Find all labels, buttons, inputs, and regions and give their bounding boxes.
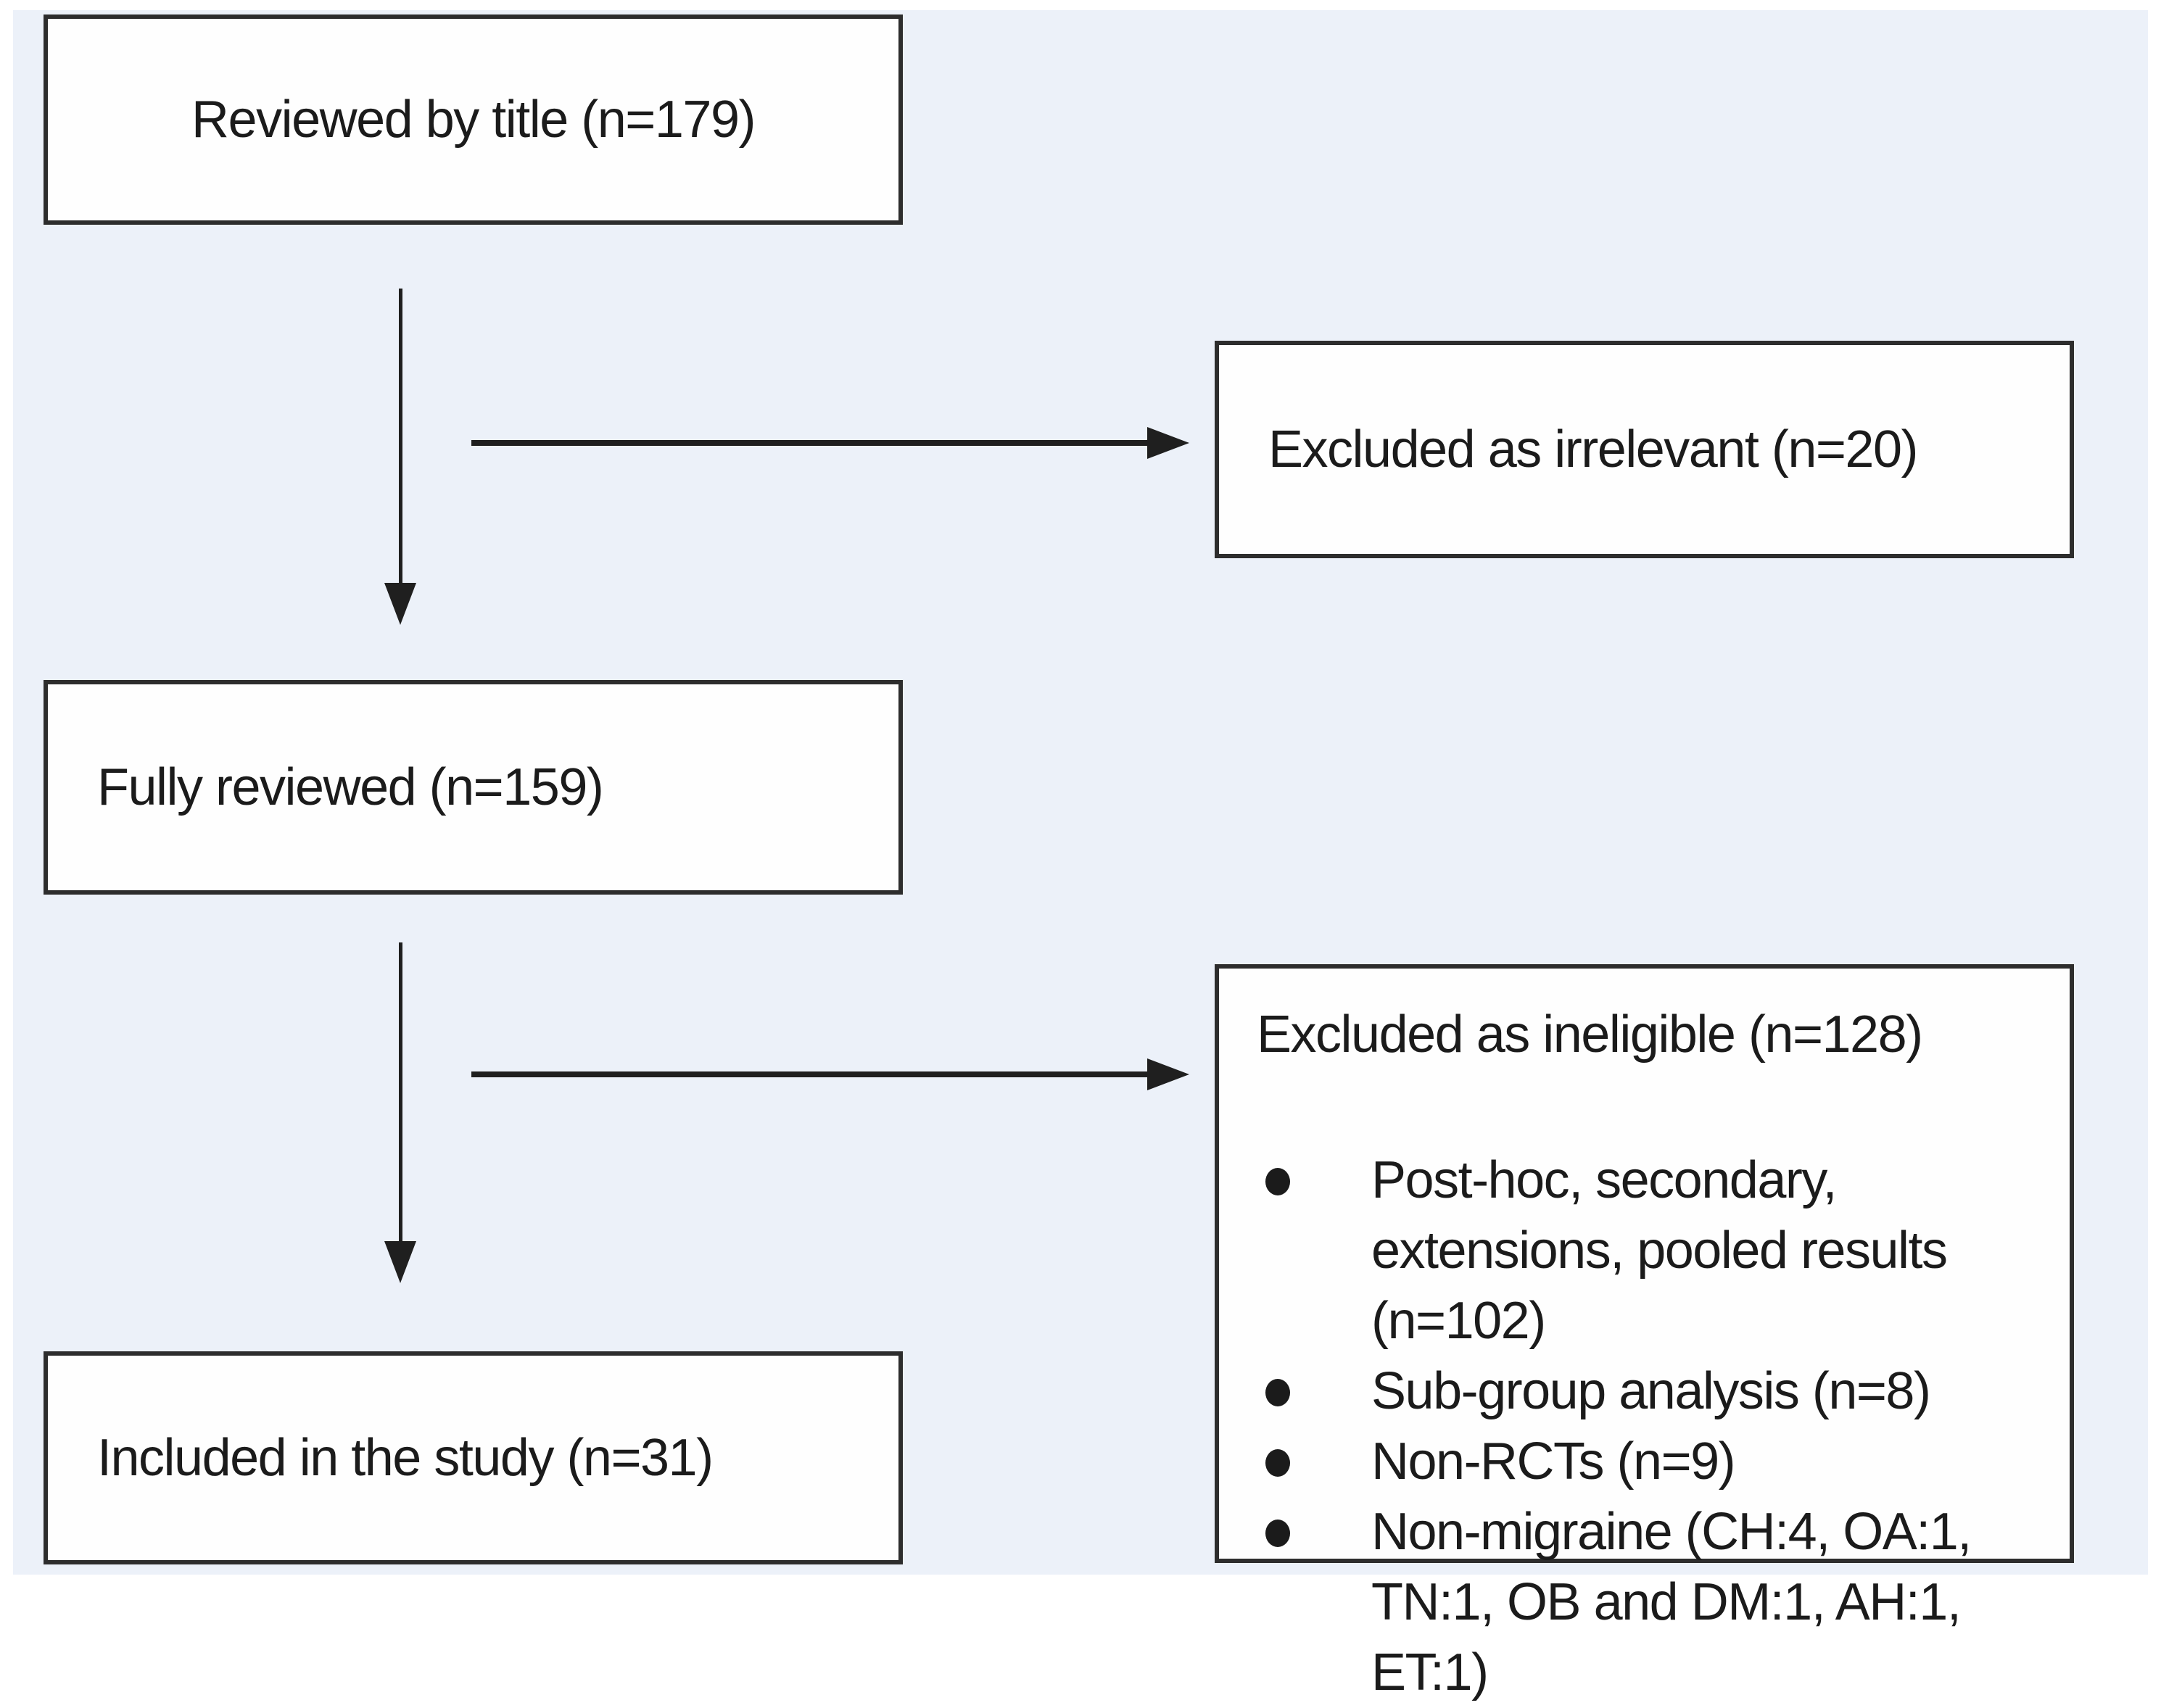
box-included-in-study: Included in the study (n=31) xyxy=(44,1351,903,1564)
arrowhead-down-icon-1 xyxy=(384,583,416,625)
bullet-dot-icon xyxy=(1257,1427,1371,1497)
bullet-dot-icon xyxy=(1257,1356,1371,1427)
exclusion-reason-list: Post-hoc, secondary, extensions, pooled … xyxy=(1257,1145,2045,1708)
list-item: Sub-group analysis (n=8) xyxy=(1257,1356,2045,1427)
box-reviewed-by-title: Reviewed by title (n=179) xyxy=(44,14,903,225)
flow-diagram: Reviewed by title (n=179) Excluded as ir… xyxy=(13,10,2148,1701)
list-item: Non-RCTs (n=9) xyxy=(1257,1427,2045,1497)
list-item-text: Non-migraine (CH:4, OA:1, TN:1, OB and D… xyxy=(1371,1503,1972,1701)
arrow-right-line-2 xyxy=(471,1071,1149,1077)
list-item: Non-migraine (CH:4, OA:1, TN:1, OB and D… xyxy=(1257,1497,2045,1708)
box-excluded-ineligible: Excluded as ineligible (n=128) Post-hoc,… xyxy=(1215,964,2074,1701)
arrowhead-right-icon-1 xyxy=(1147,427,1189,459)
arrowhead-right-icon-2 xyxy=(1147,1058,1189,1090)
arrow-down-line-2 xyxy=(399,942,402,1244)
arrowhead-down-icon-2 xyxy=(384,1241,416,1283)
list-item-text: Post-hoc, secondary, extensions, pooled … xyxy=(1371,1151,1948,1350)
list-item-text: Non-RCTs (n=9) xyxy=(1371,1433,1736,1491)
bullet-dot-icon xyxy=(1257,1145,1371,1216)
box-label: Included in the study (n=31) xyxy=(97,1429,714,1487)
box-title: Excluded as ineligible (n=128) xyxy=(1257,1006,1923,1064)
box-label: Reviewed by title (n=179) xyxy=(191,91,756,149)
box-excluded-irrelevant: Excluded as irrelevant (n=20) xyxy=(1215,341,2074,558)
box-label: Excluded as irrelevant (n=20) xyxy=(1268,420,1919,478)
bullet-dot-icon xyxy=(1257,1497,1371,1567)
list-item-text: Sub-group analysis (n=8) xyxy=(1371,1362,1931,1420)
box-fully-reviewed: Fully reviewed (n=159) xyxy=(44,680,903,895)
arrow-right-line-1 xyxy=(471,440,1149,446)
list-item: Post-hoc, secondary, extensions, pooled … xyxy=(1257,1145,2045,1356)
arrow-down-line-1 xyxy=(399,289,402,586)
box-label: Fully reviewed (n=159) xyxy=(97,758,604,816)
